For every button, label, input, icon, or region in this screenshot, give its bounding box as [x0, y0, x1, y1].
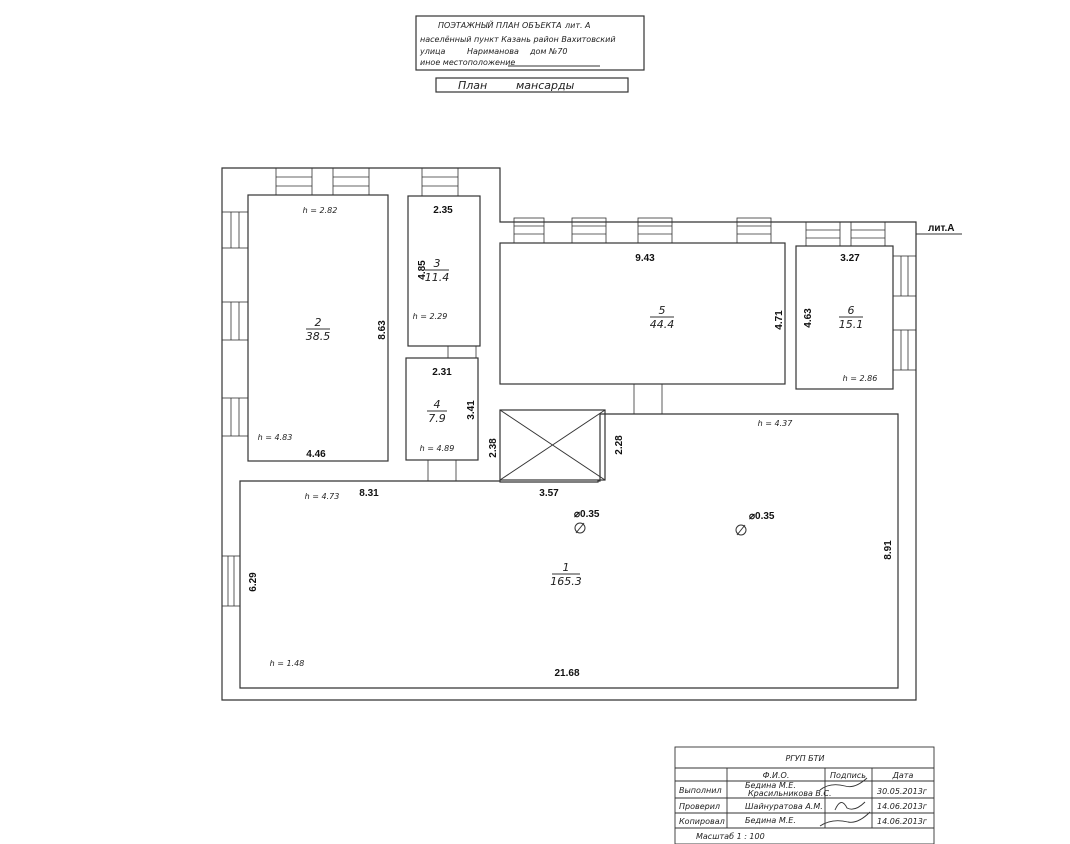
room-4	[405, 357, 479, 461]
title-block	[674, 746, 935, 844]
room-4-number: 4	[434, 398, 441, 411]
dim-text: 8.31	[359, 488, 379, 499]
room-6-number: 6	[848, 304, 855, 317]
room-6	[795, 245, 894, 390]
tb-scale: Масштаб 1 : 100	[696, 832, 765, 841]
dim-text: 21.68	[554, 668, 579, 679]
room-3	[407, 195, 481, 347]
dim-text: h = 2.86	[843, 374, 878, 383]
dim-text: 4.63	[803, 308, 814, 328]
room-6-area: 15.1	[839, 318, 864, 331]
dim-text: 4.71	[774, 310, 785, 330]
dim-text: 2.38	[488, 438, 499, 458]
dim-text: 2.31	[432, 367, 452, 378]
stairwell	[499, 409, 606, 481]
room-3-area: 11.4	[425, 271, 450, 284]
tb-org: РГУП БТИ	[785, 754, 824, 763]
tb-col-sign: Подпись	[830, 771, 866, 780]
dim-text: 8.91	[883, 540, 894, 560]
room-1-area: 165.3	[550, 575, 582, 588]
dim-text: h = 4.89	[420, 444, 455, 453]
dim-text: 6.29	[248, 572, 259, 592]
tb-role: Выполнил	[679, 786, 722, 795]
tb-name: Шайнуратова А.М.	[745, 802, 823, 811]
room-3-number: 3	[434, 257, 441, 270]
tb-role: Копировал	[679, 817, 725, 826]
room-1-number: 1	[563, 561, 570, 574]
tb-col-fio: Ф.И.О.	[763, 771, 790, 780]
outer-walls	[221, 167, 917, 701]
dim-text: 3.57	[539, 488, 559, 499]
header-stamp: ПОЭТАЖНЫЙ ПЛАН ОБЪЕКТА лит. А населённый…	[415, 15, 645, 93]
header-locality: населённый пункт Казань район Вахитовски…	[420, 35, 616, 44]
header-lit: лит. А	[564, 21, 591, 30]
room-2-number: 2	[315, 316, 322, 329]
room-4-area: 7.9	[428, 412, 446, 425]
header-street-label: улица	[419, 47, 445, 56]
dim-text: 2.28	[614, 435, 625, 455]
dim-text: ⌀0.35	[574, 509, 600, 520]
tb-date: 14.06.2013г	[877, 802, 928, 811]
tb-name: Красильникова В.С.	[748, 789, 832, 798]
room-5	[499, 242, 786, 385]
dim-text: 3.41	[466, 400, 477, 420]
dim-text: 4.46	[306, 449, 326, 460]
header-other: иное местоположение	[420, 58, 515, 67]
room-5-number: 5	[659, 304, 666, 317]
dim-text: 2.35	[433, 205, 453, 216]
plan-name: мансарды	[516, 79, 575, 92]
tb-name: Бедина М.Е.	[745, 816, 796, 825]
room-5-area: 44.4	[650, 318, 675, 331]
plan-label: План	[458, 79, 487, 92]
title-block-text: РГУП БТИ Ф.И.О. Подпись Дата Выполнил Бе…	[679, 754, 928, 841]
dim-text: h = 1.48	[270, 659, 305, 668]
header-house: дом №70	[529, 47, 568, 56]
tb-date: 14.06.2013г	[877, 817, 928, 826]
lit-marker: лит.А	[928, 223, 955, 234]
room-2	[247, 194, 389, 462]
room-labels: 2 38.5 3 11.4 4 7.9 5 44.4 6 15.1 1 165.…	[306, 257, 864, 588]
dim-text: 9.43	[635, 253, 655, 264]
dim-text: h = 4.73	[305, 492, 340, 501]
header-title: ПОЭТАЖНЫЙ ПЛАН ОБЪЕКТА	[438, 19, 562, 30]
dim-text: 3.27	[840, 253, 860, 264]
tb-role: Проверил	[679, 802, 720, 811]
dim-text: h = 4.37	[758, 419, 794, 428]
room-2-area: 38.5	[306, 330, 331, 343]
windows	[221, 167, 917, 607]
dim-text: ⌀0.35	[749, 511, 775, 522]
tb-name: Бедина М.Е.	[745, 781, 796, 790]
dim-text: 4.85	[417, 260, 428, 280]
column-icon	[735, 524, 747, 536]
tb-col-date: Дата	[892, 771, 914, 780]
header-street: Нариманова	[467, 47, 519, 56]
tb-date: 30.05.2013г	[877, 787, 928, 796]
dim-text: 8.63	[377, 320, 388, 340]
dim-text: h = 4.83	[258, 433, 293, 442]
dimensions: h = 2.82 8.63 h = 4.83 4.46 2.35 4.85 h …	[248, 205, 894, 679]
dim-text: h = 2.29	[413, 312, 448, 321]
dim-text: h = 2.82	[303, 206, 338, 215]
column-icon	[574, 522, 586, 534]
